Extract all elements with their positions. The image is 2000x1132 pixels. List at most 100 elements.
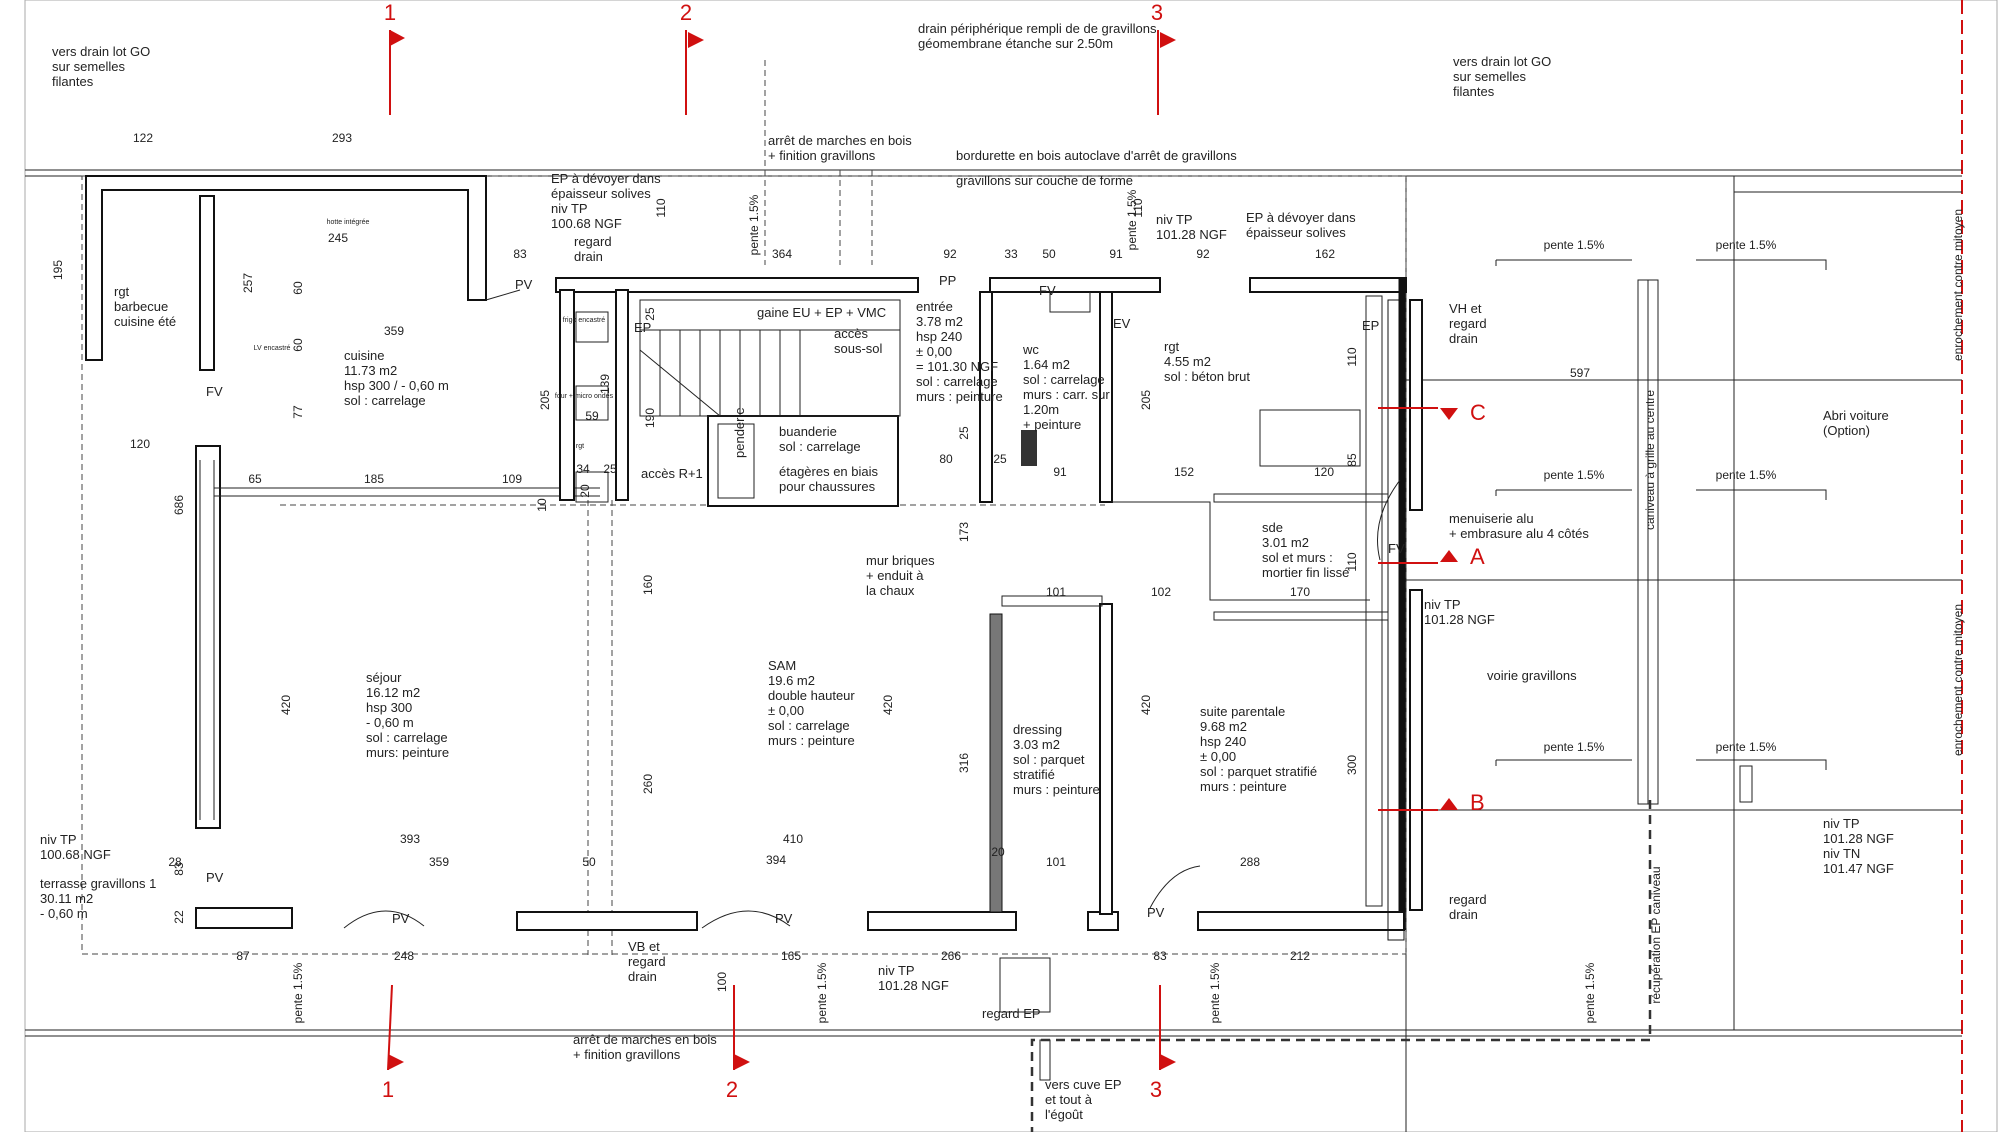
lbl-wc-line: murs : carr. sur (1023, 387, 1110, 402)
lbl-drain-go-right-line: sur semelles (1453, 69, 1526, 84)
lbl-sam-line: sol : carrelage (768, 718, 850, 733)
lbl-pv-3-line: PV (392, 911, 410, 926)
lbl-niv-tp-top-line: 101.28 NGF (1156, 227, 1227, 242)
slope-label: pente 1.5% (1544, 740, 1605, 754)
lbl-fv-2-line: FV (206, 384, 223, 399)
lbl-vb-regard-line: regard (628, 954, 666, 969)
dimension-label: 393 (400, 832, 420, 846)
dimension-label: 60 (291, 281, 305, 295)
lbl-vh-regard-line: VH et (1449, 301, 1482, 316)
lbl-sejour-line: murs: peinture (366, 745, 449, 760)
dimension-label: 359 (384, 324, 404, 338)
dimension-label: 212 (1290, 949, 1310, 963)
lbl-sam-line: 19.6 m2 (768, 673, 815, 688)
lbl-etageres-line: étagères en biais (779, 464, 879, 479)
section-marker-number: 2 (680, 0, 692, 25)
lbl-voirie-line: voirie gravillons (1487, 668, 1577, 683)
lbl-abri-line: (Option) (1823, 423, 1870, 438)
lbl-pv-4-line: PV (775, 911, 793, 926)
dimension-label: 162 (1315, 247, 1335, 261)
lbl-suite-line: murs : peinture (1200, 779, 1287, 794)
dimension-label: 420 (279, 695, 293, 715)
dimension-label: 190 (643, 408, 657, 428)
dimension-label: 91 (1109, 247, 1123, 261)
dimension-label: 410 (783, 832, 803, 846)
dimension-label: 33 (1004, 247, 1018, 261)
lbl-drain-go-left-line: sur semelles (52, 59, 125, 74)
vertical-note: enrochement contre mitoyen (1951, 604, 1965, 756)
lbl-pv-1-line: PV (515, 277, 533, 292)
dashed-outlines (81, 60, 1652, 1132)
dimension-label: 597 (1570, 366, 1590, 380)
dimension-label: 77 (291, 405, 305, 419)
lbl-ep-devoyer-2-line: épaisseur solives (1246, 225, 1346, 240)
lbl-dressing-line: dressing (1013, 722, 1062, 737)
lbl-ev-line: EV (1113, 316, 1131, 331)
lbl-acces-sous-sol-line: sous-sol (834, 341, 883, 356)
dimension-label: 185 (364, 472, 384, 486)
lbl-buanderie-line: sol : carrelage (779, 439, 861, 454)
slope-label: pente 1.5% (747, 194, 761, 255)
lbl-entree-line: ± 0,00 (916, 344, 952, 359)
lbl-regard-drain-br-line: regard (1449, 892, 1487, 907)
lbl-suite-line: 9.68 m2 (1200, 719, 1247, 734)
lbl-niv-tp-right-line: niv TP (1424, 597, 1461, 612)
lbl-suite-line: hsp 240 (1200, 734, 1246, 749)
dimension-label: 316 (957, 753, 971, 773)
dimension-label: 83 (172, 862, 186, 876)
lbl-cuisine-line: hsp 300 / - 0,60 m (344, 378, 449, 393)
lbl-pv-2-line: PV (206, 870, 224, 885)
fixture-label: LV encastré (254, 345, 291, 352)
dimension-label: 160 (641, 575, 655, 595)
lbl-rgt-barbecue-line: barbecue (114, 299, 168, 314)
lbl-sejour-line: sol : carrelage (366, 730, 448, 745)
lbl-entree-line: hsp 240 (916, 329, 962, 344)
vertical-note: enrochement contre mitoyen (1951, 209, 1965, 361)
dimension-label: 100 (715, 972, 729, 992)
lbl-wc-line: 1.64 m2 (1023, 357, 1070, 372)
lbl-buanderie-line: buanderie (779, 424, 837, 439)
lbl-cuve-line: et tout à (1045, 1092, 1093, 1107)
dimension-label: 110 (654, 198, 668, 217)
dimension-label: 245 (328, 231, 348, 245)
lbl-cuve-line: l'égoût (1045, 1107, 1083, 1122)
dimension-label: 120 (130, 437, 150, 451)
lbl-entree-line: = 101.30 NGF (916, 359, 998, 374)
dimension-label: 85 (1345, 453, 1359, 467)
vertical-note: caniveau à grille au centre (1643, 390, 1657, 530)
lbl-vb-regard-line: drain (628, 969, 657, 984)
lbl-penderie-line: penderie (732, 407, 747, 458)
dimension-label: 165 (781, 949, 801, 963)
dimension-label: 257 (241, 273, 255, 293)
dimension-label: 139 (598, 374, 612, 394)
dimension-label: 92 (1196, 247, 1210, 261)
dimension-label: 686 (172, 495, 186, 515)
lbl-bordurette-line: bordurette en bois autoclave d'arrêt de … (956, 148, 1237, 163)
lbl-drain-peri-line: drain périphérique rempli de de gravillo… (918, 21, 1157, 36)
lbl-abri-line: Abri voiture (1823, 408, 1889, 423)
lbl-menuiserie-line: + embrasure alu 4 côtés (1449, 526, 1589, 541)
lbl-ep-devoyer-1-line: EP à dévoyer dans (551, 171, 661, 186)
lbl-sejour-line: hsp 300 (366, 700, 412, 715)
dimension-label: 80 (939, 452, 953, 466)
lbl-wc-line: sol : carrelage (1023, 372, 1105, 387)
lbl-niv-tp-bottom-line: niv TP (878, 963, 915, 978)
lbl-vh-regard-line: drain (1449, 331, 1478, 346)
lbl-suite-line: suite parentale (1200, 704, 1285, 719)
section-marker-number: 1 (382, 1077, 394, 1102)
lbl-rgt-beton-line: rgt (1164, 339, 1180, 354)
lbl-terrasse-line: - 0,60 m (40, 906, 88, 921)
dimension-label: 205 (1139, 390, 1153, 410)
lbl-dressing-line: stratifié (1013, 767, 1055, 782)
dimension-label: 60 (291, 338, 305, 352)
lbl-sejour-line: séjour (366, 670, 402, 685)
lbl-cuve-line: vers cuve EP (1045, 1077, 1122, 1092)
dimension-label: 10 (535, 498, 549, 512)
dimension-label: 65 (248, 472, 262, 486)
lbl-vh-regard-line: regard (1449, 316, 1487, 331)
lbl-niv-tp-left-line: niv TP (40, 832, 77, 847)
dimension-label: 266 (941, 949, 961, 963)
lbl-dressing-line: 3.03 m2 (1013, 737, 1060, 752)
walls (85, 175, 1423, 1013)
lbl-sde-line: 3.01 m2 (1262, 535, 1309, 550)
